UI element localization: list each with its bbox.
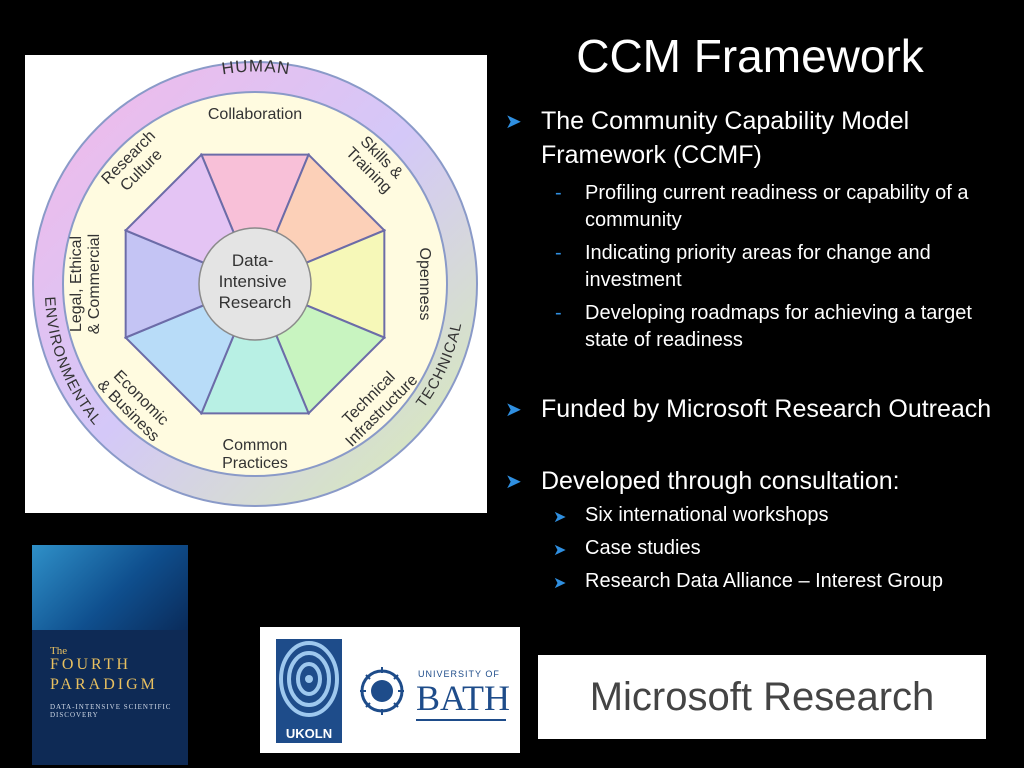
microsoft-research-logo: Microsoft Research	[538, 655, 986, 739]
book-subtitle: DATA-INTENSIVE SCIENTIFIC DISCOVERY	[50, 703, 172, 719]
center-circle	[198, 227, 312, 341]
ukoln-logo: UKOLN	[276, 639, 342, 743]
dash-bullet-icon: -	[555, 182, 562, 204]
book-title: FOURTH PARADIGM	[50, 656, 158, 693]
dash-bullet-icon: -	[555, 302, 562, 324]
segment-label: Legal, Ethical& Commercial	[68, 234, 103, 334]
segment-label: Collaboration	[208, 106, 302, 123]
segment-label: Openness	[416, 248, 433, 321]
subbullet: - Profiling current readiness or capabil…	[505, 180, 1010, 234]
bath-university-of: UNIVERSITY OF	[418, 669, 500, 679]
slide-title: CCM Framework	[576, 30, 924, 82]
bullet-list: ➤ The Community Capability Model Framewo…	[505, 104, 1010, 595]
book-the: The	[50, 645, 68, 657]
subbullet: - Indicating priority areas for change a…	[505, 240, 1010, 294]
ccm-framework-diagram: Data- Intensive Research HUMAN ENVIRONME…	[25, 55, 487, 513]
subbullet: ➤ Case studies	[505, 535, 1010, 562]
microsoft-research-text: Microsoft Research	[589, 675, 935, 719]
bath-name: BATH	[416, 678, 511, 718]
center-label: Data- Intensive Research	[219, 251, 292, 312]
subbullet-text: Profiling current readiness or capabilit…	[585, 182, 969, 231]
subbullet-text: Case studies	[585, 537, 701, 559]
bullet-ccmf: ➤ The Community Capability Model Framewo…	[505, 104, 1010, 172]
fourth-paradigm-book-cover: The FOURTH PARADIGM DATA-INTENSIVE SCIEN…	[32, 545, 188, 765]
subbullet-text: Indicating priority areas for change and…	[585, 242, 931, 291]
human-label: HUMAN	[220, 56, 291, 78]
subbullet-text: Developing roadmaps for achieving a targ…	[585, 302, 972, 351]
bullet-developed: ➤ Developed through consultation:	[505, 464, 1010, 498]
subbullet-text: Six international workshops	[585, 504, 829, 526]
arrow-bullet-icon: ➤	[505, 471, 522, 493]
partner-logos: UKOLN UNIVERSITY OF BATH	[260, 627, 520, 753]
bullet-text: Developed through consultation:	[541, 467, 900, 495]
arrow-bullet-icon: ➤	[553, 542, 567, 559]
bullet-text: The Community Capability Model Framework…	[541, 107, 910, 169]
arrow-bullet-icon: ➤	[505, 399, 522, 421]
bullet-text: Funded by Microsoft Research Outreach	[541, 395, 992, 423]
dash-bullet-icon: -	[555, 242, 562, 264]
arrow-bullet-icon: ➤	[505, 111, 522, 133]
diagram-svg: Data- Intensive Research HUMAN ENVIRONME…	[32, 56, 478, 507]
subbullet-text: Research Data Alliance – Interest Group	[585, 570, 943, 592]
bullet-funded: ➤ Funded by Microsoft Research Outreach	[505, 392, 1010, 426]
bath-underline	[416, 719, 506, 721]
bath-crest-icon	[360, 667, 404, 715]
ukoln-label: UKOLN	[285, 726, 333, 741]
subbullet: ➤ Six international workshops	[505, 502, 1010, 529]
subbullet: ➤ Research Data Alliance – Interest Grou…	[505, 568, 1010, 595]
ukoln-swirl-icon	[279, 641, 339, 717]
arrow-bullet-icon: ➤	[553, 575, 567, 592]
subbullet: - Developing roadmaps for achieving a ta…	[505, 300, 1010, 354]
arrow-bullet-icon: ➤	[553, 509, 567, 526]
segments-group	[123, 152, 387, 416]
book-cover-art	[32, 545, 188, 630]
